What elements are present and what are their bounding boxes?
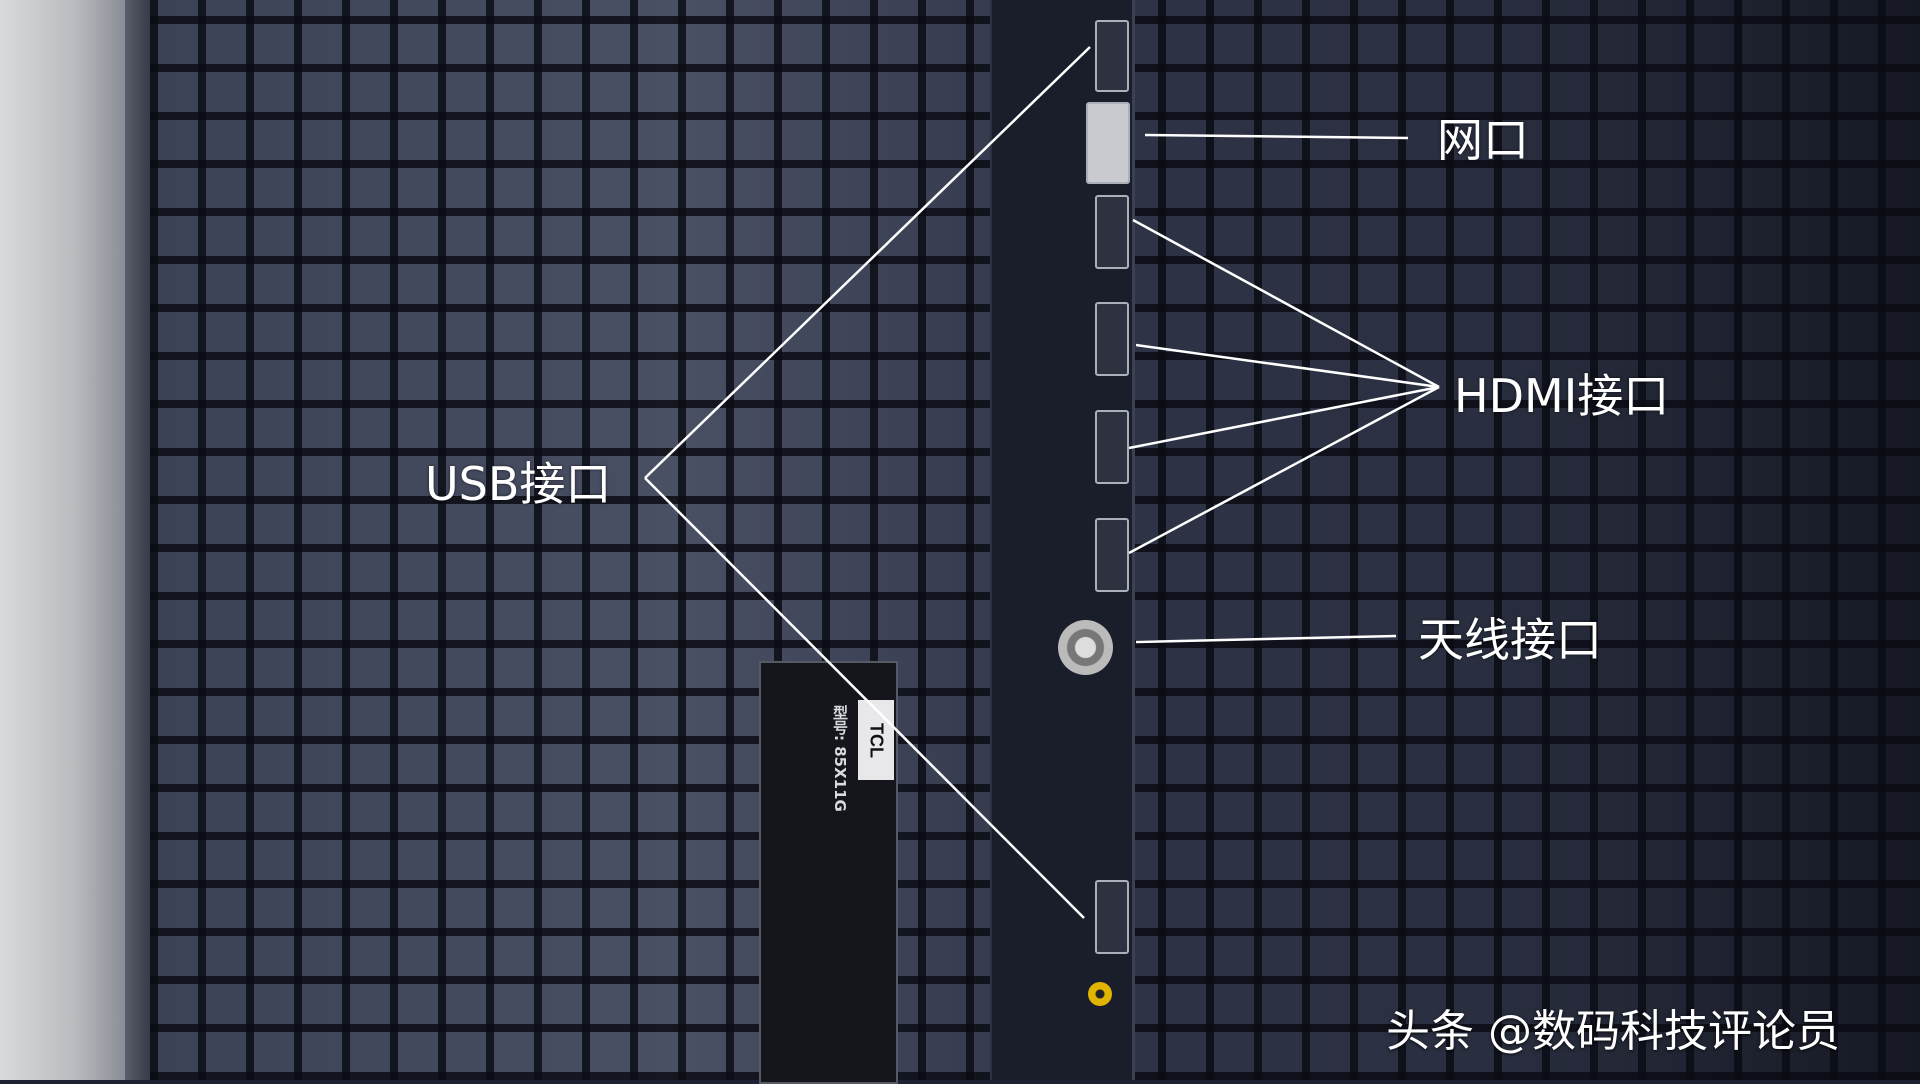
antenna-port-label: 天线接口 bbox=[1418, 613, 1602, 667]
hdmi-line-1 bbox=[1132, 218, 1440, 389]
hdmi-port-2 bbox=[1095, 302, 1129, 376]
usb-line-bottom bbox=[644, 477, 1085, 919]
network-port-label: 网口 bbox=[1437, 113, 1529, 167]
watermark: 头条 @数码科技评论员 bbox=[1386, 1006, 1840, 1057]
antenna-port bbox=[1058, 620, 1113, 675]
av-port bbox=[1088, 982, 1112, 1006]
hdmi-port-3 bbox=[1095, 410, 1129, 484]
antenna-line bbox=[1135, 634, 1397, 644]
tcl-logo: TCL bbox=[858, 700, 894, 780]
usb-port-label: USB接口 bbox=[425, 457, 612, 511]
hdmi-port-4 bbox=[1095, 518, 1129, 592]
hdmi-port-1 bbox=[1095, 195, 1129, 269]
ethernet-port bbox=[1086, 102, 1130, 184]
hdmi-port-label: HDMI接口 bbox=[1454, 369, 1670, 423]
network-line bbox=[1144, 133, 1409, 140]
hdmi-line-4 bbox=[1128, 385, 1440, 555]
sticker-model-text: 型号: 85X11G bbox=[831, 705, 849, 812]
usb-port-bottom bbox=[1095, 880, 1129, 954]
usb-line-top bbox=[644, 46, 1091, 479]
tv-edge bbox=[0, 0, 125, 1080]
usb-port-top bbox=[1095, 20, 1129, 92]
hdmi-line-2 bbox=[1135, 343, 1440, 389]
hdmi-line-3 bbox=[1128, 385, 1440, 450]
